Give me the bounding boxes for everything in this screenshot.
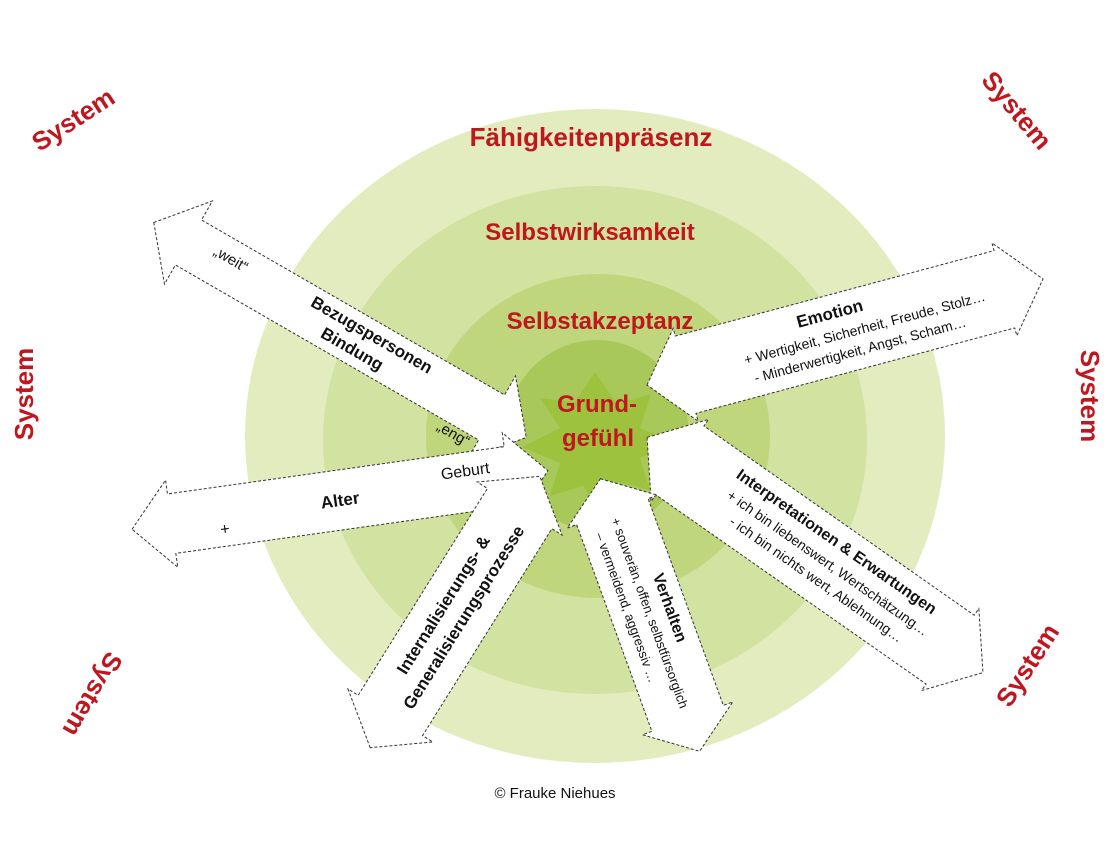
arrow-interpretationen-shape (646, 418, 984, 692)
alter-near-end: Geburt (440, 460, 491, 484)
label-grund: Grund- (557, 391, 637, 418)
arrow-alter-shape (131, 431, 549, 569)
system-label-bottom-right: System (990, 618, 1066, 712)
arrow-bezugspersonen-shape (153, 199, 527, 461)
arrow-internalisierung-shape (346, 475, 564, 749)
arrow-emotion-shape (646, 241, 1044, 423)
grundgefuehl-star (522, 372, 675, 515)
label-faehigkeitenpraesenz: Fähigkeitenpräsenz (470, 122, 713, 152)
alter-far-end: + (219, 521, 231, 539)
system-label-top-right: System (976, 65, 1058, 155)
system-label-bottom-left: System (57, 647, 129, 742)
arrow-alter: Alter + Geburt (131, 431, 549, 569)
label-selbstwirksamkeit: Selbstwirksamkeit (485, 219, 694, 246)
system-label-right: System (1075, 350, 1105, 443)
label-gefuehl: gefühl (562, 425, 634, 452)
copyright: © Frauke Niehues (494, 785, 615, 802)
system-label-top-left: System (26, 82, 120, 158)
arrow-verhalten-shape (566, 478, 734, 752)
label-selbstakzeptanz: Selbstakzeptanz (507, 308, 694, 335)
system-label-left: System (9, 348, 39, 441)
